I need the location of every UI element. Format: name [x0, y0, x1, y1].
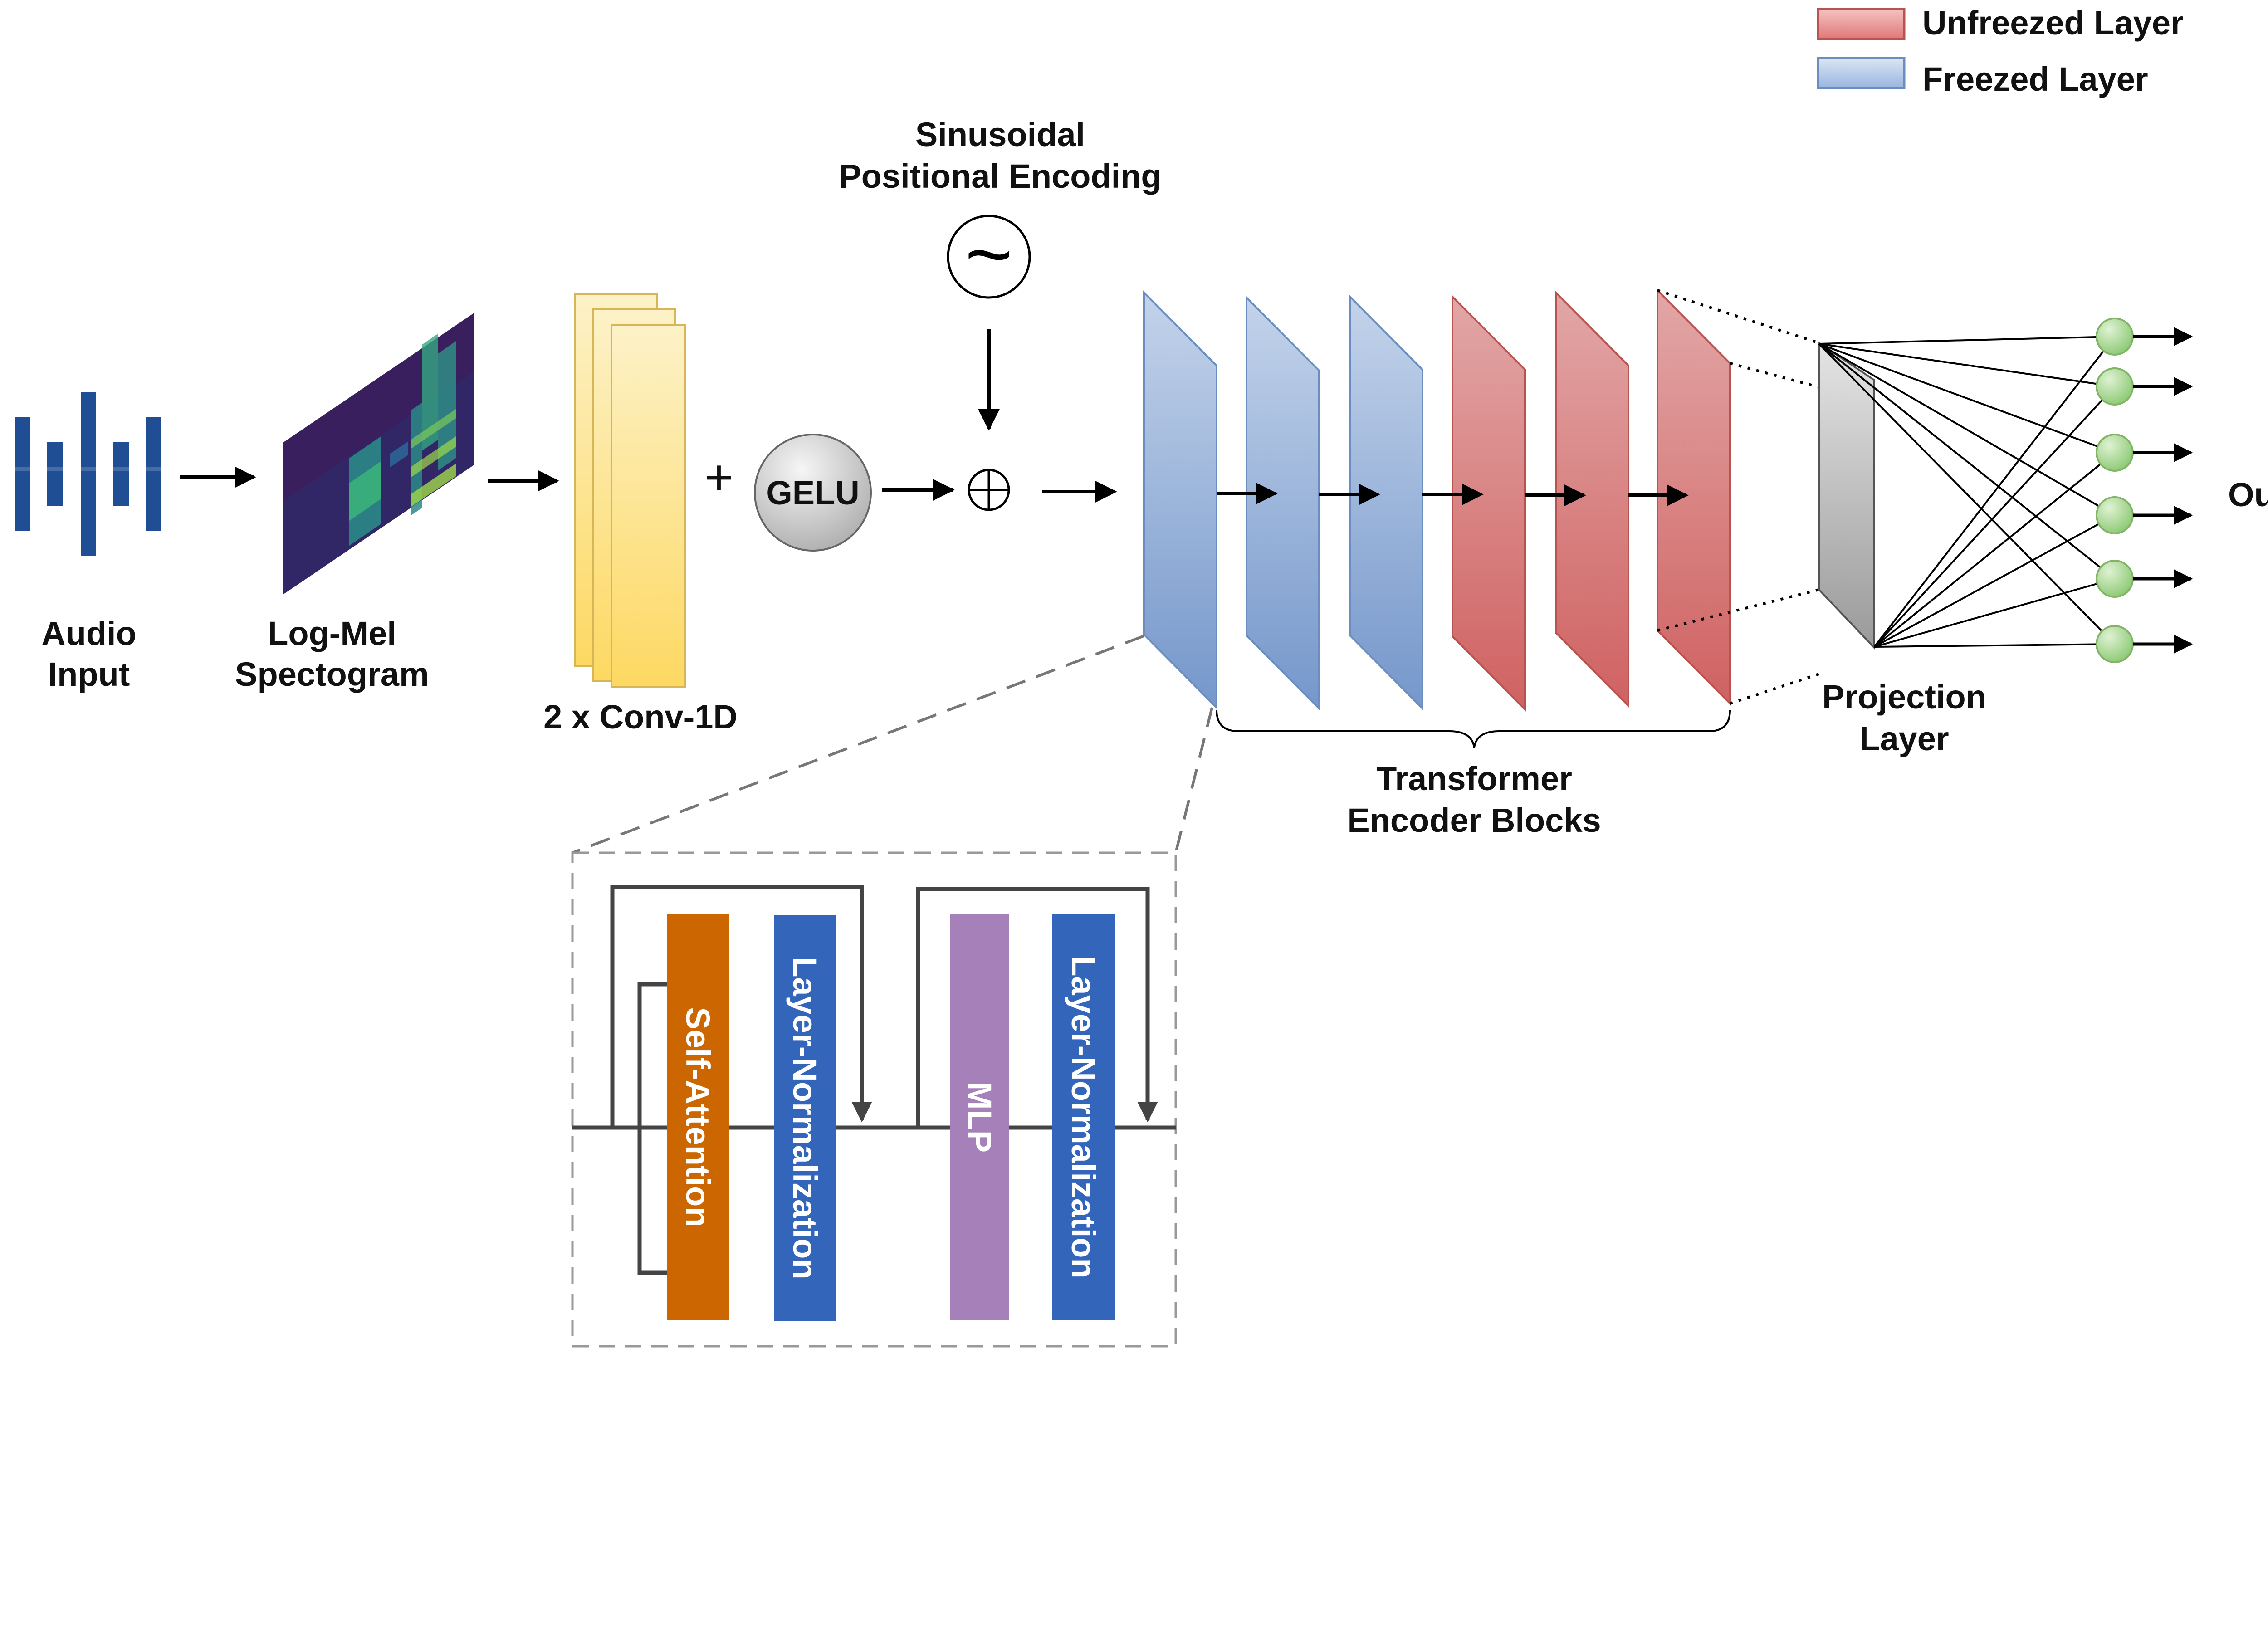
self-attention-label: Self-Attention	[679, 1007, 717, 1227]
output-nodes	[2096, 318, 2134, 663]
plus-sign: +	[704, 450, 733, 505]
layer-norm-1-label: Layer-Normalization	[786, 957, 824, 1279]
svg-text:~: ~	[965, 209, 1012, 300]
encoder-block-detail: Self-Attention Layer-Normalization MLP L…	[571, 851, 1177, 1348]
output-node-5	[2096, 560, 2134, 598]
sine-wave-icon: ~	[947, 209, 1031, 300]
mlp-box	[950, 914, 1009, 1320]
waveform-icon	[15, 392, 161, 556]
encoder-block-4-unfreezed	[1452, 294, 1526, 712]
conv1d-stack	[574, 293, 686, 688]
legend-unfreezed-label: Unfreezed Layer	[1922, 4, 2184, 42]
conv1d-label: 2 x Conv-1D	[543, 698, 738, 736]
legend: Unfreezed Layer Freezed Layer	[1817, 4, 2184, 98]
output-label: Output	[2228, 476, 2268, 513]
spectrogram-image	[284, 313, 474, 594]
output-node-2	[2096, 367, 2134, 406]
output-node-4	[2096, 496, 2134, 534]
legend-freezed-label: Freezed Layer	[1922, 60, 2148, 98]
output-node-1	[2096, 318, 2134, 356]
projection-connections	[1818, 336, 2116, 648]
transformer-encoder-blocks	[1143, 288, 1731, 712]
add-node	[968, 469, 1010, 511]
mlp-label: MLP	[961, 1082, 998, 1153]
legend-freezed-swatch	[1817, 57, 1906, 89]
self-attention-box	[667, 914, 729, 1320]
layer-norm-2-box	[1052, 914, 1115, 1320]
output-arrows	[2133, 327, 2193, 654]
inter-block-arrows	[1217, 483, 1689, 506]
encoder-block-3-freezed	[1349, 294, 1423, 711]
encoder-block-2-freezed	[1246, 295, 1320, 711]
projection-layer	[1818, 341, 1875, 650]
output-node-6	[2096, 625, 2134, 663]
projection-zoom-lines	[1657, 289, 1875, 705]
output-node-3	[2096, 434, 2134, 472]
encoder-zoom-lines	[572, 635, 1213, 854]
layer-norm-1-box	[774, 915, 836, 1321]
encoder-block-5-unfreezed	[1555, 290, 1629, 708]
encoder-block-1-freezed	[1143, 290, 1217, 710]
encoder-detail-frame	[571, 851, 1177, 1348]
gelu-label: GELU	[766, 474, 860, 512]
gelu-node: GELU	[754, 434, 872, 552]
legend-unfreezed-swatch	[1817, 8, 1906, 40]
transformer-brace	[1216, 709, 1731, 748]
layer-norm-2-label: Layer-Normalization	[1065, 956, 1102, 1278]
